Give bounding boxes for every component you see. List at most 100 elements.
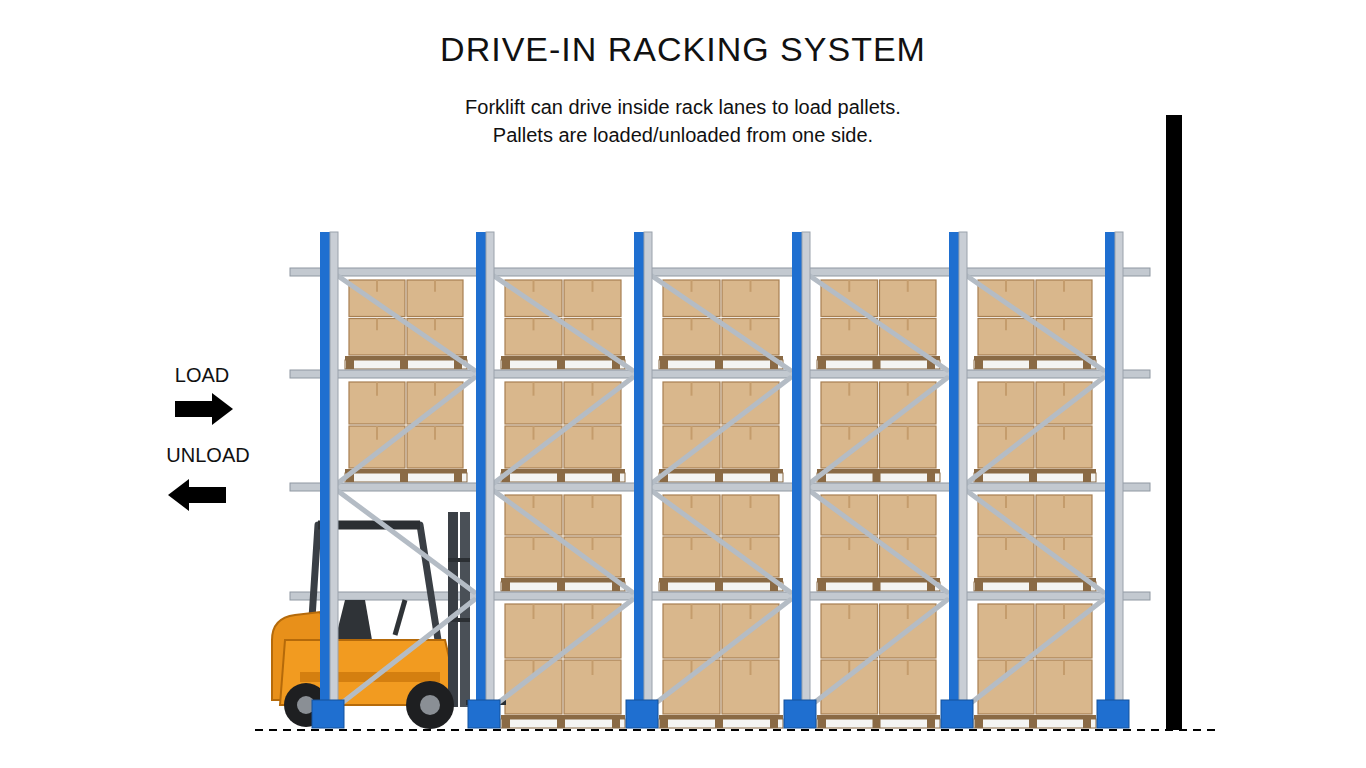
pallet [659, 715, 783, 719]
direction-label: LOAD [175, 364, 229, 387]
title: DRIVE-IN RACKING SYSTEM [440, 30, 926, 69]
pallet [659, 578, 783, 582]
pallet [345, 356, 467, 360]
brace [494, 600, 632, 706]
base-plate [1097, 700, 1129, 728]
brace [967, 276, 1103, 370]
subtitle: Forklift can drive inside rack lanes to … [465, 96, 901, 119]
carton [821, 382, 878, 424]
brace [338, 491, 474, 592]
carton [978, 319, 1034, 356]
upright [320, 232, 330, 702]
carton [407, 319, 463, 356]
base-plate [784, 700, 816, 728]
carton [880, 280, 937, 317]
carton [505, 495, 562, 535]
carton [821, 537, 878, 577]
carton [663, 382, 720, 424]
carton [505, 382, 562, 424]
upright [1105, 232, 1115, 702]
carton [821, 319, 878, 356]
carton [663, 495, 720, 535]
pallet [974, 715, 1096, 719]
brace [494, 378, 632, 483]
base-plate [941, 700, 973, 728]
carton [663, 426, 720, 468]
carton [663, 660, 720, 714]
carton [663, 604, 720, 658]
end-wall [1166, 115, 1182, 730]
pallet [501, 469, 625, 473]
base-plate [626, 700, 658, 728]
brace [810, 491, 947, 592]
carton [1036, 537, 1092, 577]
carton [978, 660, 1034, 714]
pallet [817, 356, 940, 360]
carton [880, 495, 937, 535]
carton [663, 280, 720, 317]
pallet [345, 469, 467, 473]
base-plate [468, 700, 500, 728]
carton [1036, 660, 1092, 714]
carton [978, 426, 1034, 468]
pallet [974, 578, 1096, 582]
direction-label: UNLOAD [166, 444, 249, 467]
carton [722, 495, 779, 535]
brace [810, 378, 947, 483]
carton [564, 495, 621, 535]
brace [967, 491, 1103, 592]
carton [505, 319, 562, 356]
pallet [501, 356, 625, 360]
brace [652, 378, 790, 483]
pallet [501, 715, 625, 719]
carton [349, 382, 405, 424]
carton [505, 604, 562, 658]
carton [663, 537, 720, 577]
carton [663, 319, 720, 356]
carton [722, 280, 779, 317]
carton [978, 537, 1034, 577]
carton [505, 280, 562, 317]
carton [505, 660, 562, 714]
carton [821, 604, 878, 658]
rail-beam [290, 268, 1150, 276]
carton [722, 382, 779, 424]
pallet [817, 469, 940, 473]
carton [821, 660, 878, 714]
carton [407, 382, 463, 424]
carton [880, 660, 937, 714]
carton [978, 280, 1034, 317]
brace [338, 600, 474, 706]
brace [652, 491, 790, 592]
carton [564, 660, 621, 714]
carton [821, 495, 878, 535]
rail-beam [290, 483, 1150, 491]
carton [880, 382, 937, 424]
carton [564, 382, 621, 424]
upright [476, 232, 486, 702]
carton [564, 537, 621, 577]
rack-front-uprights [312, 232, 1129, 728]
carton [722, 426, 779, 468]
carton [722, 660, 779, 714]
carton [821, 280, 878, 317]
carton [564, 280, 621, 317]
carton [1036, 280, 1092, 317]
carton [564, 426, 621, 468]
base-plate [312, 700, 344, 728]
pallet [659, 356, 783, 360]
carton [407, 426, 463, 468]
pallet [659, 469, 783, 473]
carton [1036, 495, 1092, 535]
pallet [501, 578, 625, 582]
carton [880, 319, 937, 356]
brace [652, 600, 790, 706]
floor-line [255, 729, 1220, 731]
carton [564, 319, 621, 356]
pallet [974, 356, 1096, 360]
carton [1036, 426, 1092, 468]
brace [338, 378, 474, 483]
carton [505, 537, 562, 577]
carton [722, 537, 779, 577]
carton [407, 280, 463, 317]
